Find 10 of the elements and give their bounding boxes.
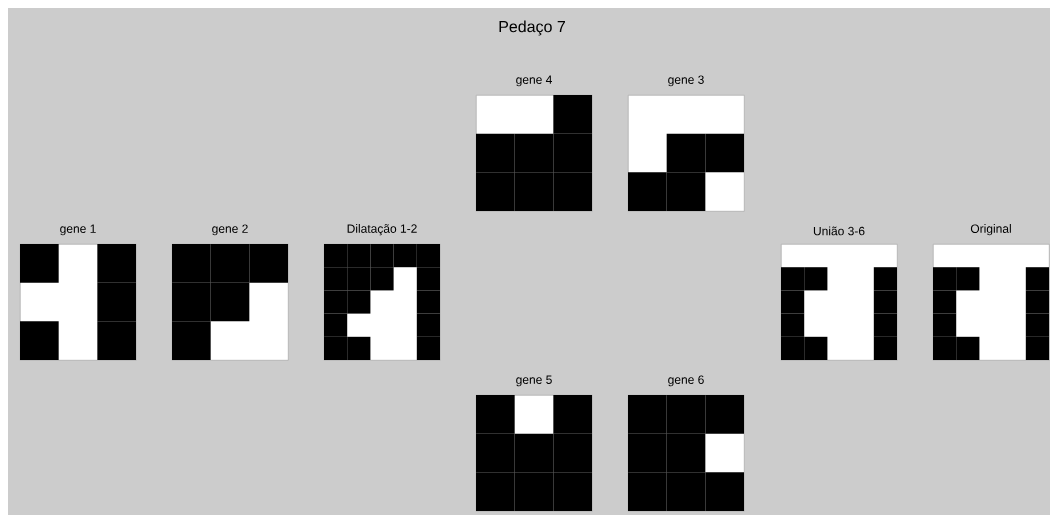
image-title: gene 6 [668,375,704,387]
image-title: gene 1 [60,224,96,236]
image-title: Dilatação 1-2 [347,224,417,236]
image-title: gene 3 [668,75,704,87]
figure-title: Pedaço 7 [499,20,565,36]
image-title: gene 4 [516,75,552,87]
image-title: gene 2 [212,224,248,236]
image-title: gene 5 [516,375,552,387]
image-title: União 3-6 [813,226,865,236]
image-title: Original [970,224,1011,236]
